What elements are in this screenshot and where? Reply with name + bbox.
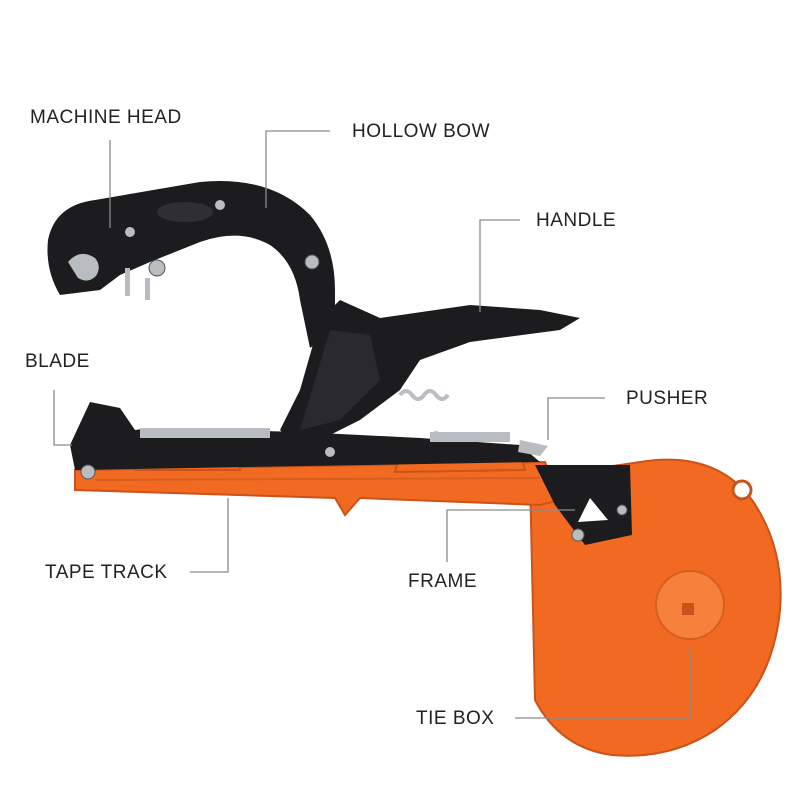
frame — [535, 465, 632, 545]
leader-handle — [479, 219, 520, 312]
label-tie-box: TIE BOX — [416, 708, 495, 729]
leader-lines — [53, 130, 691, 719]
pusher — [518, 440, 548, 456]
leader-tie-box — [515, 648, 691, 719]
label-pusher: PUSHER — [626, 388, 709, 409]
label-tape-track: TAPE TRACK — [45, 562, 168, 583]
label-blade: BLADE — [25, 351, 90, 372]
leader-hollow-bow — [265, 130, 330, 208]
machine-head — [68, 253, 150, 300]
label-machine-head: MACHINE HEAD — [30, 107, 182, 128]
handle — [280, 300, 580, 450]
leader-tape-track — [190, 498, 229, 573]
leader-pusher — [547, 397, 605, 440]
leader-frame — [446, 509, 575, 562]
label-frame: FRAME — [408, 571, 477, 592]
leader-blade — [53, 390, 72, 446]
label-handle: HANDLE — [536, 210, 617, 231]
hollow-bow — [47, 180, 335, 348]
label-hollow-bow: HOLLOW BOW — [352, 121, 491, 142]
